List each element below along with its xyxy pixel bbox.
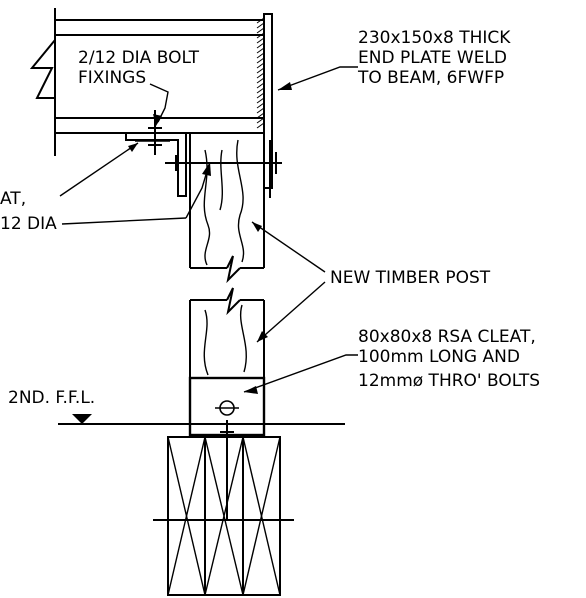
weld-hatch-line — [256, 97, 265, 104]
weld-hatch-line — [256, 27, 265, 34]
weld-hatch — [256, 17, 265, 129]
end-plate-label-line1: 230x150x8 THICK — [358, 28, 511, 48]
weld-hatch-line — [256, 42, 265, 49]
weld-hatch-line — [256, 52, 265, 59]
timber-post-lower — [189, 287, 265, 378]
floor-level: 2ND. F.F.L. — [8, 388, 345, 425]
weld-hatch-line — [256, 117, 265, 124]
top-cleat-angle — [125, 133, 187, 197]
timber-post-upper — [189, 133, 265, 284]
new-timber-post-label: NEW TIMBER POST — [330, 268, 491, 288]
weld-hatch-line — [256, 17, 265, 24]
weld-hatch-line — [256, 67, 265, 74]
weld-hatch-line — [256, 87, 265, 94]
weld-hatch-line — [256, 122, 265, 129]
rsa-cleat-label-line2: 100mm LONG AND — [358, 347, 520, 367]
floor-joist-section — [153, 436, 294, 596]
top-cleat-label-line1: AT, — [0, 189, 26, 209]
weld-hatch-line — [256, 22, 265, 29]
weld-hatch-line — [256, 102, 265, 109]
weld-hatch-line — [256, 37, 265, 44]
weld-hatch-line — [256, 77, 265, 84]
weld-hatch-line — [256, 32, 265, 39]
rsa-cleat-label-line1: 80x80x8 RSA CLEAT, — [358, 327, 536, 347]
weld-hatch-line — [256, 47, 265, 54]
floor-level-label: 2ND. F.F.L. — [8, 388, 95, 408]
steel-beam — [29, 8, 268, 156]
bolt-fixings-label-line1: 2/12 DIA BOLT — [78, 48, 200, 68]
top-cleat-label-line2: 12 DIA — [0, 214, 57, 234]
bolt-fixings-label-line2: FIXINGS — [78, 68, 146, 88]
end-plate — [256, 13, 273, 189]
end-plate-label-line3: TO BEAM, 6FWFP — [357, 68, 504, 88]
leader-lines — [59, 66, 358, 394]
level-marker-icon — [72, 414, 92, 424]
annotations: 230x150x8 THICK END PLATE WELD TO BEAM, … — [0, 28, 540, 391]
weld-hatch-line — [256, 62, 265, 69]
weld-hatch-line — [256, 112, 265, 119]
rsa-cleat-label-line3: 12mmø THRO' BOLTS — [358, 371, 540, 391]
weld-hatch-line — [256, 92, 265, 99]
weld-hatch-line — [256, 72, 265, 79]
post-top-bolt-icon — [165, 140, 282, 198]
end-plate-label-line2: END PLATE WELD — [358, 48, 507, 68]
weld-hatch-line — [256, 107, 265, 114]
weld-hatch-line — [256, 82, 265, 89]
weld-hatch-line — [256, 57, 265, 64]
